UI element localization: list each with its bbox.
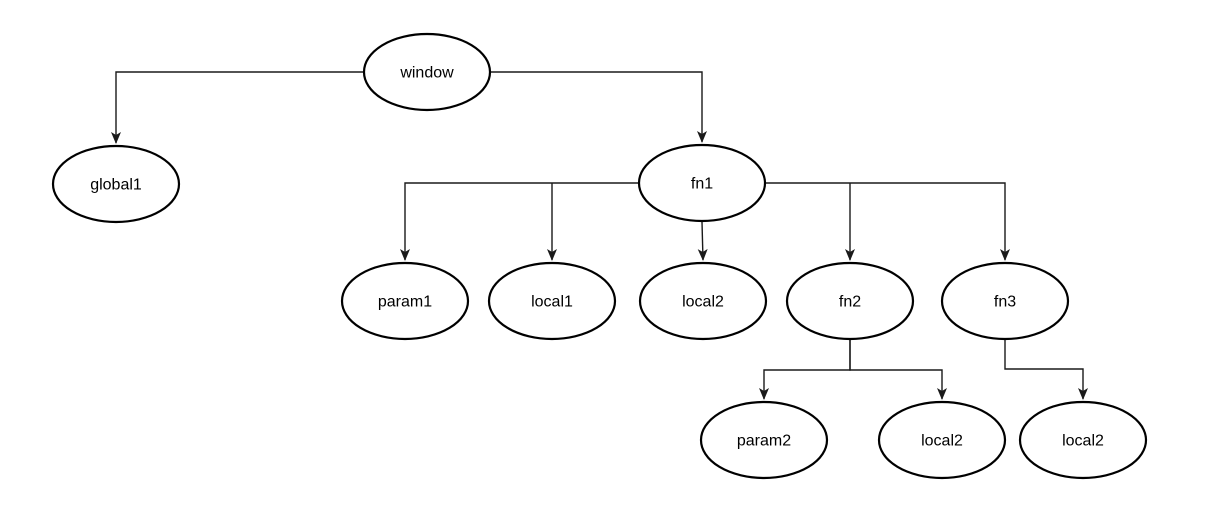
edge-fn2-to-param2 (759, 340, 851, 400)
node-ellipse-window (362, 32, 492, 112)
node-label-local1: local1 (531, 294, 573, 311)
node-label-local2-fn3: local2 (1062, 433, 1104, 450)
node-ellipse-param1 (340, 261, 470, 341)
node-label-global1: global1 (90, 177, 142, 194)
node-local2-fn3: local2 (1018, 400, 1148, 480)
node-param1: param1 (340, 261, 470, 341)
edge-window-to-global1 (111, 71, 363, 144)
node-label-local2-fn2: local2 (921, 433, 963, 450)
node-ellipse-param2 (699, 400, 829, 480)
edge-fn2-to-local2-fn2 (849, 340, 947, 400)
edges-layer (111, 71, 1088, 400)
node-ellipse-global1 (51, 144, 181, 224)
node-ellipse-local2-fn1 (638, 261, 768, 341)
node-ellipse-fn3 (940, 261, 1070, 341)
node-label-param2: param2 (737, 433, 791, 450)
node-ellipse-fn2 (785, 261, 915, 341)
edge-fn1-to-param1 (400, 182, 638, 261)
node-local2-fn1: local2 (638, 261, 768, 341)
edge-window-to-fn1 (491, 71, 707, 143)
node-label-param1: param1 (378, 294, 432, 311)
node-local2-fn2: local2 (877, 400, 1007, 480)
node-fn2: fn2 (785, 261, 915, 341)
edge-fn1-to-local2-fn1 (697, 221, 708, 261)
node-window: window (362, 32, 492, 112)
node-ellipse-local2-fn2 (877, 400, 1007, 480)
node-fn3: fn3 (940, 261, 1070, 341)
edge-fn3-to-local2-fn3 (1004, 340, 1088, 400)
node-ellipse-local1 (487, 261, 617, 341)
node-label-fn2: fn2 (839, 294, 861, 311)
node-label-fn1: fn1 (691, 176, 713, 193)
edge-fn1-to-fn3 (766, 182, 1010, 261)
nodes-layer: window global1 fn1 param1 local1 local2 fn2 fn3… (51, 32, 1148, 480)
node-global1: global1 (51, 144, 181, 224)
node-ellipse-fn1 (637, 143, 767, 223)
node-fn1: fn1 (637, 143, 767, 223)
node-label-local2-fn1: local2 (682, 294, 724, 311)
node-label-fn3: fn3 (994, 294, 1016, 311)
node-local1: local1 (487, 261, 617, 341)
node-label-window: window (399, 65, 454, 82)
node-ellipse-local2-fn3 (1018, 400, 1148, 480)
node-param2: param2 (699, 400, 829, 480)
